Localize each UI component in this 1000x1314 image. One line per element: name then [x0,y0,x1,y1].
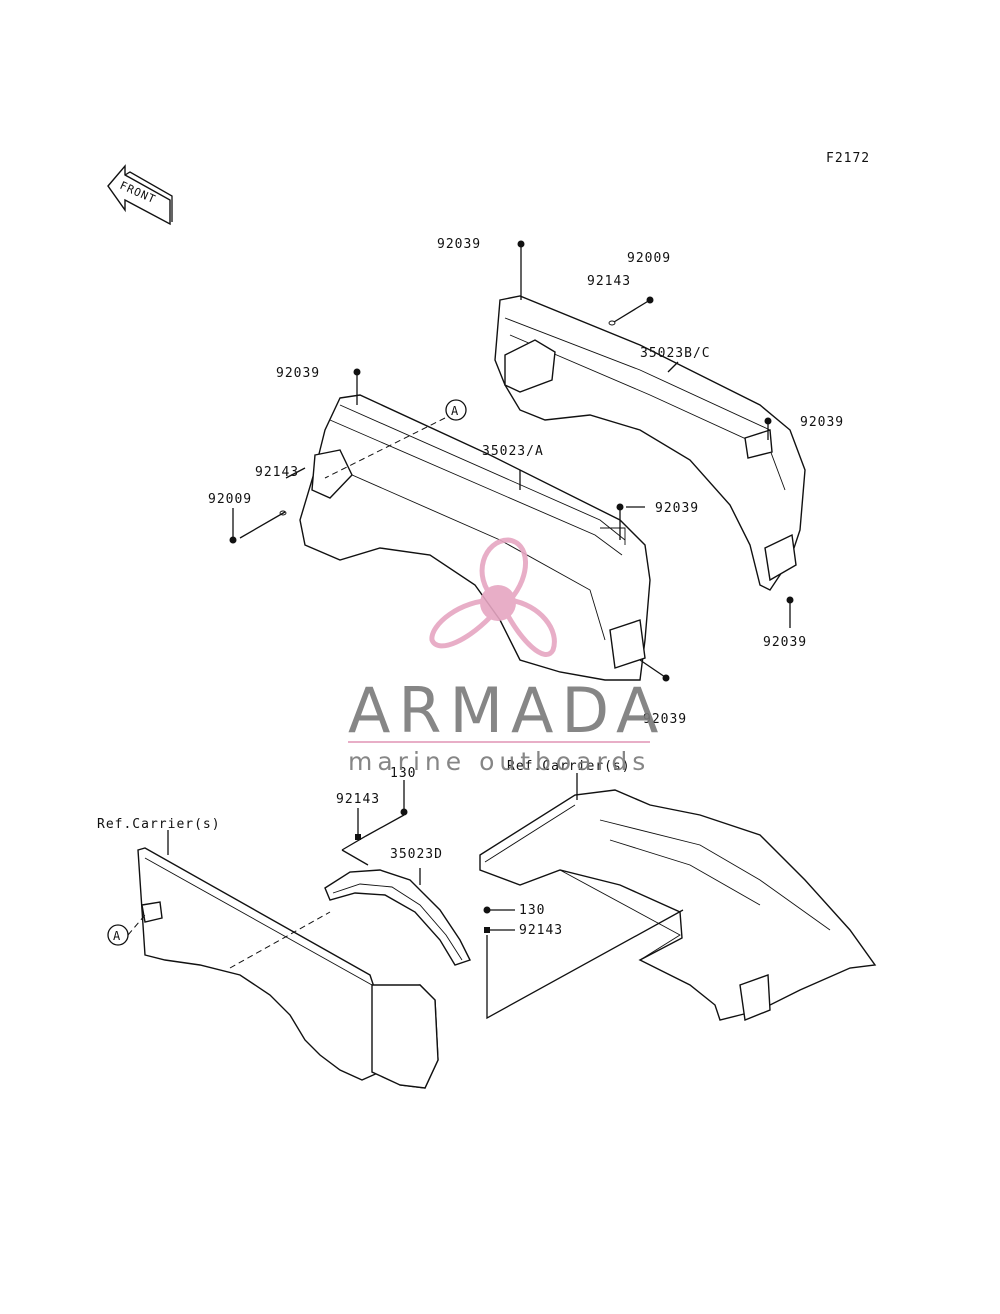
bolt-icon [616,503,624,511]
nut-icon [483,906,491,914]
fasteners [229,240,794,933]
nut-icon [400,808,408,816]
label-bolt-top: 92039 [437,237,481,252]
carrier-side-panel [137,847,439,1089]
label-bolt-front-right: 92039 [655,501,699,516]
fender-inner [324,869,471,966]
label-bolt-rear-right: 92039 [800,415,844,430]
label-ref-carrier-right: Ref.Carrier(s) [507,759,631,774]
bolt-icon [764,417,772,425]
front-arrow-icon: FRONT [107,164,173,226]
label-fender-rear-right: 35023B/C [640,346,711,361]
watermark-subtitle: marine outboards [348,747,650,776]
fender-rear-right [494,295,806,591]
label-fender-front: 35023/A [482,444,544,459]
figure-code: F2172 [826,151,870,166]
label-washer-top: 92143 [587,274,631,289]
callout-letter: A [113,929,121,943]
carrier-floor [479,789,877,1021]
washer-icon [608,320,616,326]
label-screw-front: 92009 [208,492,252,507]
fender-front [299,394,651,681]
washer-icon [279,510,287,516]
screw-icon [646,296,654,304]
label-fender-inner: 35023D [390,847,443,862]
label-bolt-front-top: 92039 [276,366,320,381]
bolt-icon [662,674,670,682]
label-nut-right: 130 [519,903,545,918]
bolt-icon [353,368,361,376]
label-washer-left: 92143 [336,792,380,807]
propeller-icon [429,537,557,657]
washer-icon [355,834,361,840]
label-screw-top: 92009 [627,251,671,266]
label-washer-right: 92143 [519,923,563,938]
callout-a-top: A [445,399,467,421]
bolt-icon [517,240,525,248]
leader-lines [127,244,791,1020]
label-bolt-front-bottom: 92039 [643,712,687,727]
callout-letter: A [451,404,459,418]
washer-icon [484,927,490,933]
label-bolt-rear-bottom: 92039 [763,635,807,650]
watermark-title: ARMADA [348,674,666,747]
label-ref-carrier-left: Ref.Carrier(s) [97,817,221,832]
label-washer-front: 92143 [255,465,299,480]
callout-a-bottom: A [107,924,129,946]
watermark-logo: ARMADA marine outboards [348,537,666,776]
label-nut-left: 130 [390,766,416,781]
bolt-icon [786,596,794,604]
screw-icon [229,536,237,544]
